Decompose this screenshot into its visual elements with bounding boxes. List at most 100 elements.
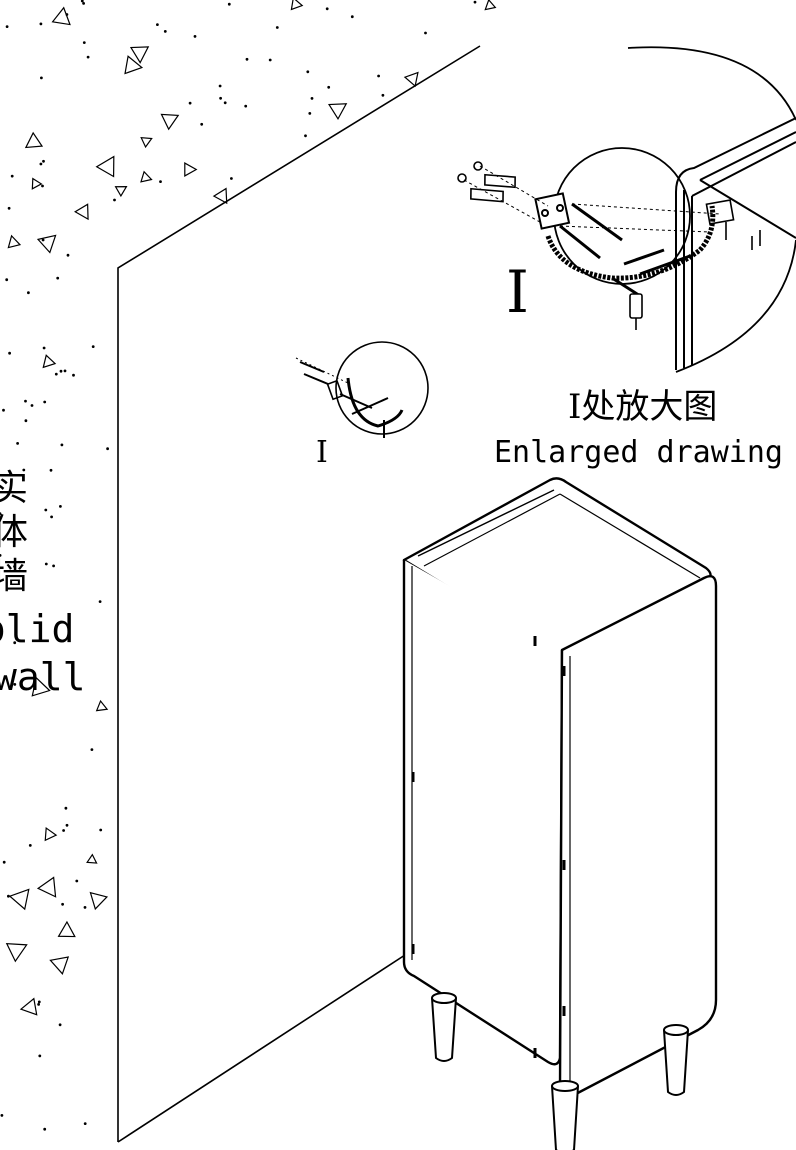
texture-dot <box>86 55 90 59</box>
texture-triangle <box>8 888 30 911</box>
texture-triangle <box>89 891 109 911</box>
texture-triangle <box>74 203 89 221</box>
texture-dot <box>0 512 2 515</box>
texture-dot <box>43 1127 47 1131</box>
wall-label-cn-2: 体 <box>0 512 28 553</box>
texture-dot <box>60 443 64 447</box>
texture-dot <box>0 1114 4 1117</box>
texture-dot <box>310 97 314 100</box>
texture-dot <box>59 369 63 373</box>
texture-dot <box>424 31 427 35</box>
texture-triangle <box>140 170 153 183</box>
wall-concrete-texture <box>0 0 497 1131</box>
texture-dot <box>52 564 55 568</box>
texture-dot <box>98 600 102 603</box>
texture-dot <box>99 828 103 832</box>
texture-dot <box>56 276 60 280</box>
texture-dot <box>49 468 53 472</box>
texture-dot <box>28 844 32 847</box>
texture-triangle <box>5 943 28 963</box>
texture-dot <box>113 198 116 202</box>
texture-dot <box>377 74 381 78</box>
texture-triangle <box>86 853 98 864</box>
cabinet-front-face <box>402 560 564 1066</box>
texture-dot <box>304 134 307 138</box>
texture-dot <box>41 238 45 242</box>
texture-dot <box>193 35 197 38</box>
texture-triangle <box>484 0 497 11</box>
enlarged-view-caption-cn: I处放大图 <box>568 387 717 427</box>
texture-dot <box>106 447 109 451</box>
texture-dot <box>8 351 12 355</box>
texture-dot <box>24 419 28 423</box>
texture-dot <box>37 1003 40 1006</box>
texture-dot <box>24 399 27 403</box>
enlarged-view-border <box>627 46 796 373</box>
texture-triangle <box>184 162 198 177</box>
wall-label: 实 体 墙 Solid wall <box>0 468 86 699</box>
texture-triangle <box>49 956 70 975</box>
cabinet <box>402 477 718 1150</box>
texture-triangle <box>36 234 57 254</box>
texture-triangle <box>403 71 419 88</box>
texture-dot <box>39 22 43 26</box>
texture-dot <box>37 1000 41 1004</box>
texture-dot <box>13 683 17 686</box>
texture-dot <box>13 641 17 645</box>
texture-triangle <box>42 354 57 369</box>
texture-dot <box>82 41 86 44</box>
texture-dot <box>83 1122 87 1125</box>
texture-dot <box>245 57 249 61</box>
texture-triangle <box>19 997 38 1016</box>
texture-dot <box>13 565 16 568</box>
texture-dot <box>10 174 14 178</box>
texture-dot <box>227 2 231 6</box>
texture-triangle <box>57 920 76 938</box>
texture-triangle <box>212 187 228 205</box>
texture-dot <box>42 159 45 163</box>
texture-dot <box>473 0 477 4</box>
small-callout <box>295 341 429 438</box>
texture-dot <box>219 96 223 100</box>
enlarged-view-caption-en: Enlarged drawing <box>494 435 783 470</box>
texture-dot <box>325 7 329 11</box>
texture-dot <box>54 372 58 376</box>
texture-dot <box>50 515 53 519</box>
texture-dot <box>308 112 312 115</box>
texture-dot <box>44 508 48 512</box>
texture-triangle <box>44 826 58 842</box>
texture-dot <box>64 806 68 810</box>
texture-dot <box>188 101 192 105</box>
texture-dot <box>163 30 167 33</box>
texture-dot <box>306 70 310 74</box>
texture-dot <box>275 26 279 29</box>
small-callout-marker: I <box>316 435 328 470</box>
texture-dot <box>42 346 46 350</box>
texture-dot <box>58 1023 62 1027</box>
texture-dot <box>2 860 6 864</box>
texture-dot <box>159 180 162 184</box>
texture-dot <box>38 1054 42 1058</box>
texture-triangle <box>140 137 153 149</box>
enlarged-view <box>457 46 796 373</box>
texture-dot <box>30 404 34 407</box>
texture-triangle <box>95 699 109 712</box>
texture-dot <box>65 823 69 827</box>
texture-dot <box>156 23 159 27</box>
texture-dot <box>327 85 331 89</box>
texture-dot <box>80 0 84 3</box>
texture-triangle <box>31 676 51 697</box>
texture-dot <box>66 253 70 257</box>
texture-triangle <box>327 103 348 121</box>
wall-label-cn-3: 墙 <box>0 556 28 597</box>
texture-dot <box>5 278 9 282</box>
texture-dot <box>7 206 11 210</box>
texture-dot <box>72 373 75 377</box>
texture-dot <box>82 2 85 5</box>
texture-triangle <box>36 876 57 898</box>
texture-dot <box>44 562 48 566</box>
solid-wall <box>117 45 481 1143</box>
texture-dot <box>39 162 43 166</box>
texture-dot <box>268 58 272 62</box>
